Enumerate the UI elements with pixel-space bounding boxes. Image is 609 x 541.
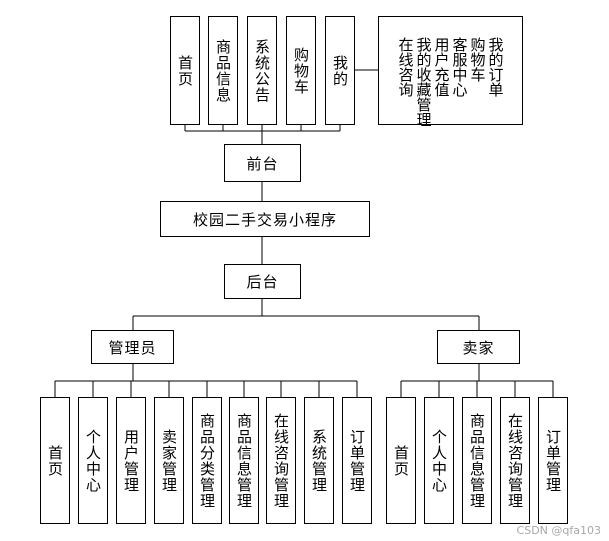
mine-submenu-item: 在线咨询 <box>396 37 415 97</box>
mine-submenu-list: 我的订单 购物车 客服中心 用户充值 我的收藏管理 在线咨询 <box>397 37 505 127</box>
admin-child-label: 商品信息管理 <box>235 412 253 509</box>
mine-submenu: 我的订单 购物车 客服中心 用户充值 我的收藏管理 在线咨询 <box>378 16 523 127</box>
seller-child-label: 订单管理 <box>544 428 562 493</box>
seller-child-label: 在线咨询管理 <box>506 412 524 509</box>
front-child-home: 首页 <box>170 16 200 125</box>
admin-node: 管理员 <box>91 330 174 364</box>
seller-child-order-mgmt: 订单管理 <box>538 397 568 524</box>
back-label: 后台 <box>246 273 279 291</box>
front-child-label: 系统公告 <box>253 38 271 103</box>
seller-child-label: 商品信息管理 <box>468 412 486 509</box>
mine-submenu-item: 我的订单 <box>486 37 505 97</box>
front-child-mine: 我的 <box>325 16 355 125</box>
root-label: 校园二手交易小程序 <box>192 210 337 229</box>
admin-child-label: 用户管理 <box>122 428 140 493</box>
front-child-label: 首页 <box>176 54 194 87</box>
admin-child-order-mgmt: 订单管理 <box>342 397 372 524</box>
seller-child-personal-center: 个人中心 <box>424 397 454 524</box>
seller-child-consult-mgmt: 在线咨询管理 <box>500 397 530 524</box>
front-label: 前台 <box>246 154 279 173</box>
seller-child-home: 首页 <box>386 397 416 524</box>
front-child-label: 我的 <box>331 54 349 87</box>
admin-label: 管理员 <box>108 338 157 357</box>
admin-child-user-mgmt: 用户管理 <box>116 397 146 524</box>
admin-child-label: 订单管理 <box>348 428 366 493</box>
seller-child-label: 首页 <box>392 444 410 477</box>
admin-child-label: 首页 <box>46 444 64 477</box>
admin-child-system-mgmt: 系统管理 <box>304 397 334 524</box>
front-child-cart: 购物车 <box>286 16 316 125</box>
seller-child-product-mgmt: 商品信息管理 <box>462 397 492 524</box>
admin-child-label: 个人中心 <box>84 428 102 493</box>
admin-child-product-mgmt: 商品信息管理 <box>229 397 259 524</box>
admin-child-label: 在线咨询管理 <box>272 412 290 509</box>
mine-submenu-item: 用户充值 <box>432 37 451 97</box>
front-child-product-info: 商品信息 <box>208 16 238 125</box>
admin-child-label: 卖家管理 <box>160 428 178 493</box>
admin-child-home: 首页 <box>40 397 70 524</box>
admin-child-label: 商品分类管理 <box>198 412 216 509</box>
back-node: 后台 <box>224 264 301 299</box>
mine-submenu-item: 我的收藏管理 <box>414 37 433 127</box>
root-node: 校园二手交易小程序 <box>160 201 370 237</box>
seller-label: 卖家 <box>462 338 495 357</box>
seller-child-label: 个人中心 <box>430 428 448 493</box>
front-child-label: 商品信息 <box>214 38 232 103</box>
front-child-label: 购物车 <box>292 46 310 95</box>
watermark-text: CSDN @qfa103 <box>516 524 601 537</box>
mine-submenu-item: 购物车 <box>468 37 487 82</box>
front-child-announcement: 系统公告 <box>247 16 277 125</box>
admin-child-consult-mgmt: 在线咨询管理 <box>266 397 296 524</box>
front-node: 前台 <box>224 144 301 182</box>
admin-child-category-mgmt: 商品分类管理 <box>192 397 222 524</box>
admin-child-personal-center: 个人中心 <box>78 397 108 524</box>
seller-node: 卖家 <box>437 330 520 364</box>
admin-child-label: 系统管理 <box>310 428 328 493</box>
mine-submenu-item: 客服中心 <box>450 37 469 97</box>
admin-child-seller-mgmt: 卖家管理 <box>154 397 184 524</box>
